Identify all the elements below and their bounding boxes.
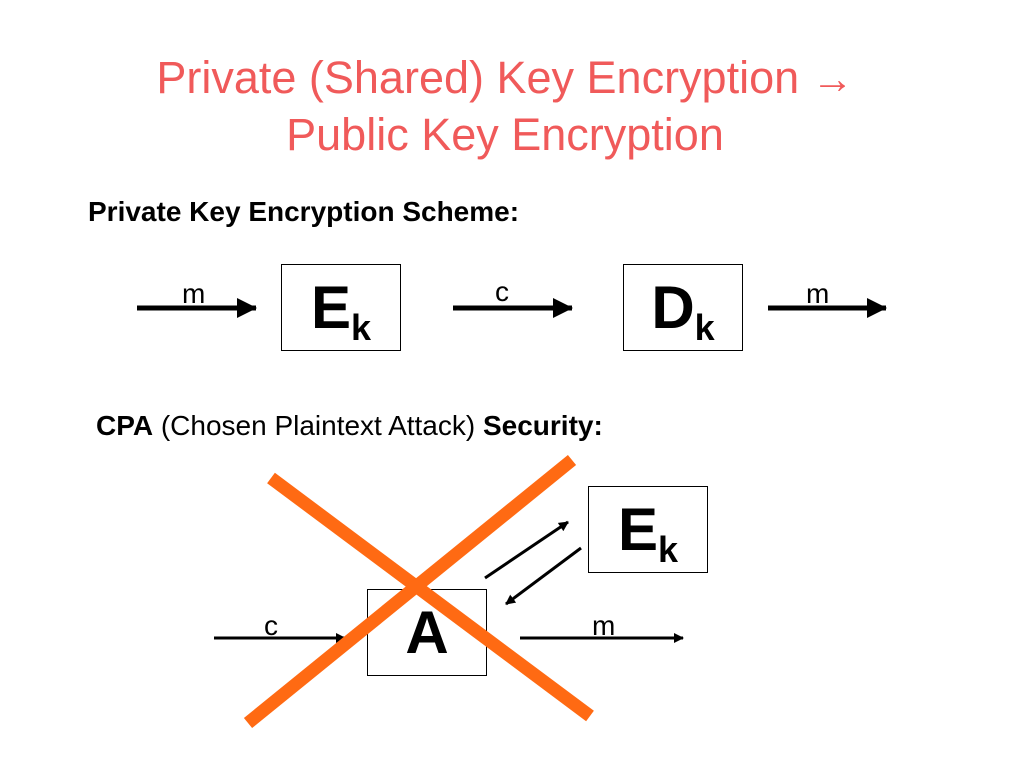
cpa-bold: CPA <box>96 410 154 441</box>
cpa-heading: CPA (Chosen Plaintext Attack) Security: <box>96 410 603 442</box>
cross-stroke-1 <box>267 472 594 722</box>
title-line-2: Public Key Encryption <box>286 109 724 160</box>
oracle-subscript: k <box>658 528 679 570</box>
enc-subscript: k <box>351 306 372 348</box>
cpa-description: (Chosen Plaintext Attack) <box>153 410 483 441</box>
attack-input-label: c <box>264 610 278 641</box>
title-line-1-text: Private (Shared) Key Encryption <box>156 52 800 103</box>
title-line-1: Private (Shared) Key Encryption → <box>0 50 1010 107</box>
cross-stroke-2 <box>243 454 577 729</box>
attack-output-label: m <box>592 610 616 641</box>
dec-symbol: D <box>651 273 695 341</box>
scheme-cipher-label: c <box>495 276 509 307</box>
arrow-query-to-oracle <box>484 520 569 580</box>
scheme-input-label: m <box>182 278 206 309</box>
dec-subscript: k <box>694 306 715 348</box>
enc-symbol: E <box>310 273 351 341</box>
scheme-output-label: m <box>806 278 830 309</box>
arrow-oracle-response <box>505 546 582 606</box>
right-arrow-icon: → <box>811 55 854 102</box>
scheme-heading: Private Key Encryption Scheme: <box>88 196 520 227</box>
security-bold: Security: <box>482 410 603 441</box>
oracle-symbol: E <box>617 495 658 563</box>
slide-title: Private (Shared) Key Encryption → Public… <box>0 50 1010 163</box>
